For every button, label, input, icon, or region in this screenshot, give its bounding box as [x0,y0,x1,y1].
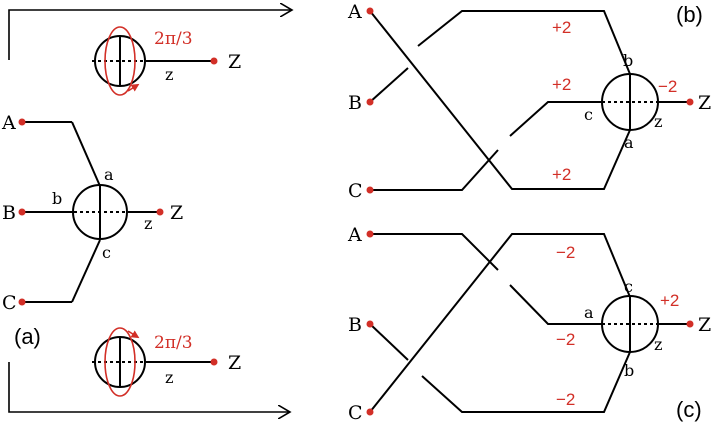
node-label-z: z [144,214,152,233]
main-node: A B C Z a b c z [1,112,183,314]
terminal-label-b: B [348,92,362,114]
node-label-b: b [624,361,634,380]
bottom-arrow [8,362,290,412]
terminal-label-z: Z [228,352,241,374]
terminal-dot-a [18,118,26,126]
node-label-c: c [102,243,111,262]
terminal-dot-c [366,186,374,194]
panel-b: (b) A B C Z b c a z +2 +2 +2 −2 [347,1,711,202]
charge-bottom: −2 [556,390,575,409]
terminal-dot-c [18,298,26,306]
node-label-b: b [623,51,633,70]
node-label-c: c [584,105,593,124]
rotation-arrow-icon [104,26,136,96]
node-label-z: z [654,112,662,131]
panel-a: 2π/3 z Z A B C Z a b c z [1,10,292,412]
terminal-label-z: Z [698,92,711,114]
terminal-label-c: C [348,180,363,202]
rotation-node-bottom: 2π/3 z Z [92,327,241,397]
terminal-label-c: C [2,292,17,314]
terminal-label-a: A [347,1,362,23]
node-label-z: z [654,335,662,354]
terminal-label-z: Z [228,51,241,73]
charge-mid: +2 [552,75,571,94]
charge-top: −2 [556,243,575,262]
terminal-label-a: A [1,112,16,134]
panel-label-a: (a) [14,324,41,349]
panel-c: (c) A B C Z c a b z −2 −2 −2 +2 [347,224,711,424]
terminal-dot [210,358,218,366]
charge-mid: −2 [556,330,575,349]
terminal-label-a: A [347,224,362,246]
terminal-dot-b [18,208,26,216]
charge-top: +2 [552,18,571,37]
panel-label-b: (b) [676,2,703,27]
rotation-angle-label: 2π/3 [154,29,193,49]
terminal-dot-z [686,320,694,328]
top-arrow [8,10,292,60]
rotation-arrow-icon [104,327,136,397]
charge-bottom: +2 [552,165,571,184]
terminal-label-z: Z [698,314,711,336]
terminal-label-b: B [348,314,362,336]
rotation-angle-label: 2π/3 [154,333,193,353]
node-label-a: a [104,165,114,184]
charge-out: −2 [658,77,677,96]
terminal-label-c: C [348,402,363,424]
rotation-node-top: 2π/3 z Z [92,26,241,96]
node-label-a: a [624,133,634,152]
panel-label-c: (c) [676,397,702,422]
terminal-dot-a [366,7,374,15]
terminal-label-b: B [2,202,16,224]
charge-out: +2 [660,291,679,310]
z-wire-label: z [165,368,173,387]
terminal-dot-b [366,320,374,328]
z-wire-label: z [165,65,173,84]
node-label-a: a [584,303,594,322]
node-label-c: c [624,277,633,296]
terminal-dot [210,57,218,65]
terminal-dot-z [156,208,164,216]
node-label-b: b [52,189,62,208]
terminal-dot-z [686,98,694,106]
terminal-label-z: Z [170,202,183,224]
terminal-dot-c [366,408,374,416]
terminal-dot-b [366,98,374,106]
terminal-dot-a [366,230,374,238]
